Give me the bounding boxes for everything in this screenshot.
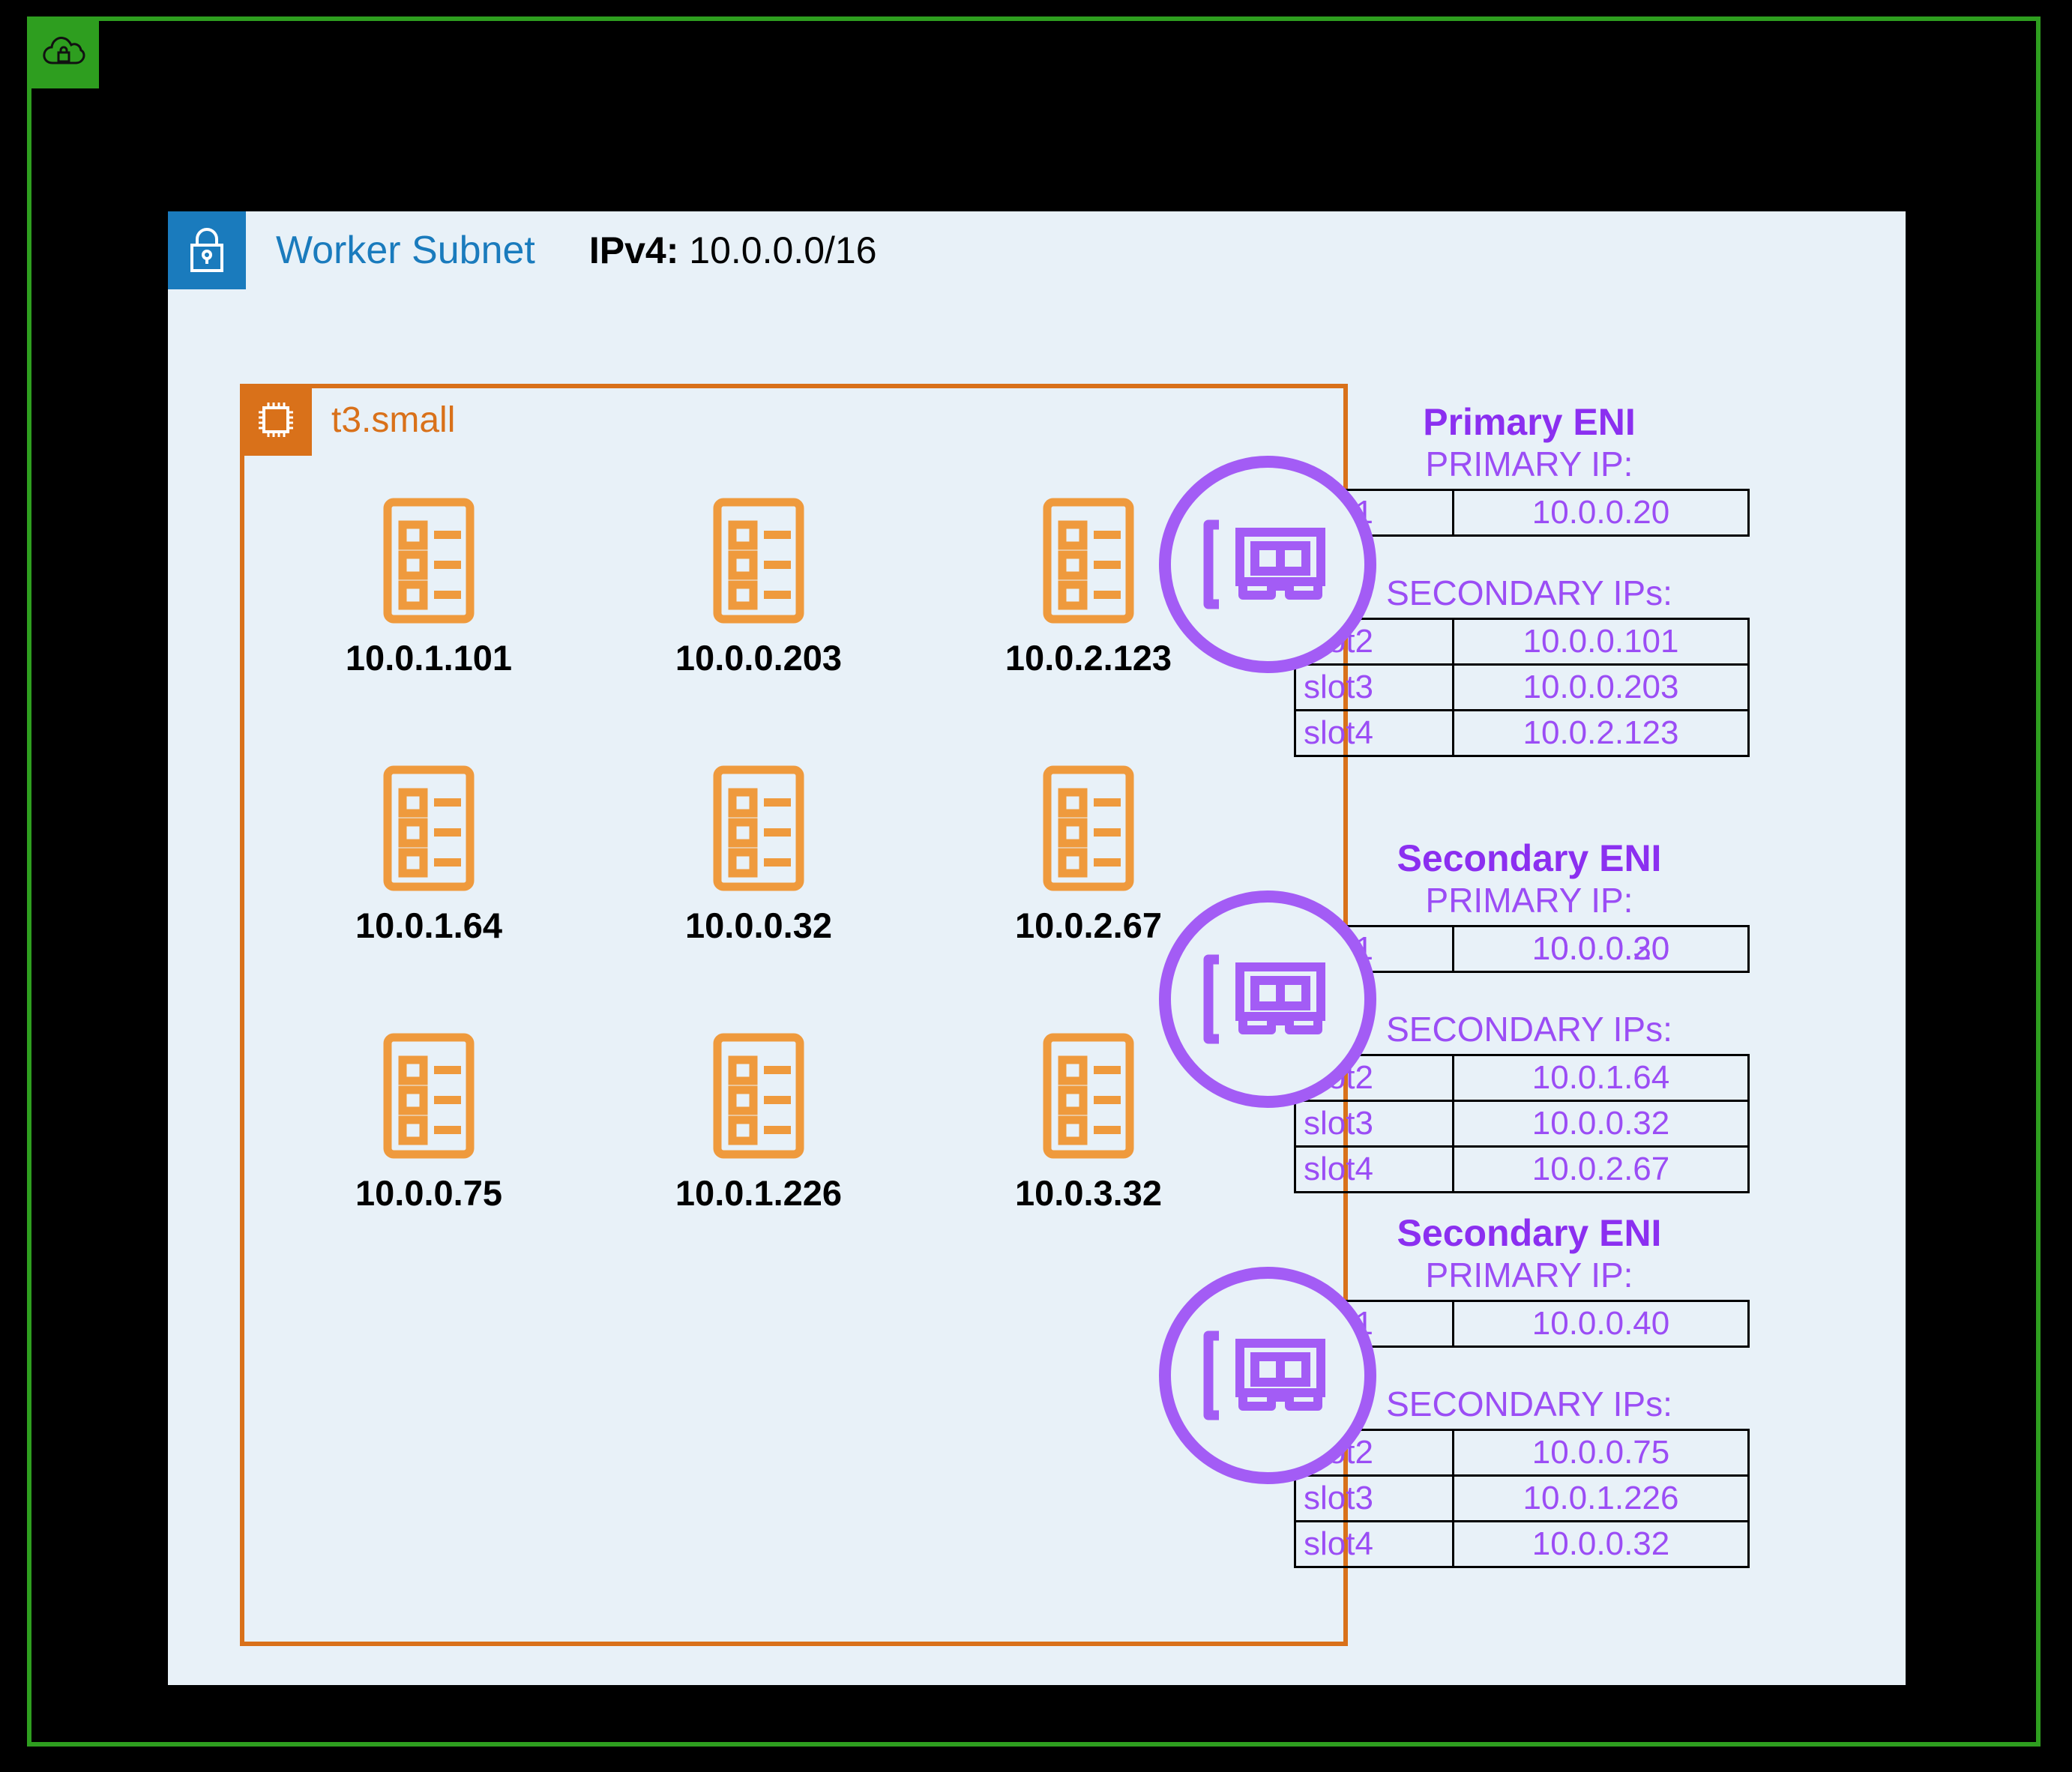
subnet-cidr-label: IPv4:	[588, 229, 679, 271]
table-row: slot3 10.0.0.32	[1294, 1100, 1750, 1148]
cpu-chip-icon	[240, 384, 312, 456]
eni-title: Primary ENI	[1423, 401, 1636, 443]
pod-item[interactable]: 10.0.1.64	[264, 765, 594, 946]
pod-list-icon	[1043, 1033, 1134, 1159]
vpc-cloud-lock-icon	[27, 16, 99, 88]
ip-value: 10.0.0.203	[1452, 663, 1750, 711]
table-row: slot4 10.0.0.32	[1294, 1520, 1750, 1568]
slot-label: slot4	[1294, 1145, 1454, 1193]
slot-label: slot3	[1294, 663, 1454, 711]
primary-ip-table: slot1 10.0.0.30 10.0.0.20	[1294, 925, 1750, 973]
pod-list-icon	[1043, 765, 1134, 891]
pod-list-icon	[1043, 498, 1134, 624]
secondary-eni-1-icon-circle[interactable]	[1159, 890, 1376, 1108]
primary-ip-label: PRIMARY IP:	[1425, 1256, 1633, 1295]
slot-label: slot4	[1294, 709, 1454, 757]
pod-ip-label: 10.0.1.226	[675, 1173, 843, 1213]
primary-ip-label: PRIMARY IP:	[1425, 881, 1633, 920]
subnet-header: Worker Subnet IPv4: 10.0.0.0/16	[168, 211, 877, 289]
primary-ip-label: PRIMARY IP:	[1425, 444, 1633, 483]
pod-item[interactable]: 10.0.0.203	[594, 498, 924, 678]
pod-item[interactable]: 10.0.1.226	[594, 1033, 924, 1214]
pod-ip-label: 10.0.1.64	[355, 905, 502, 945]
pod-row: 10.0.1.101 10.0.0.203	[264, 498, 1253, 678]
ip-value: 10.0.0.101	[1452, 618, 1750, 666]
secondary-eni-2-icon-circle[interactable]	[1159, 1267, 1376, 1484]
secondary-ips-label: SECONDARY IPs:	[1386, 573, 1672, 612]
primary-eni-icon-circle[interactable]	[1159, 456, 1376, 673]
slot-label: slot3	[1294, 1474, 1454, 1522]
pod-item[interactable]: 10.0.2.67	[924, 765, 1253, 946]
ip-value: 10.0.2.67	[1452, 1145, 1750, 1193]
ip-value-primary: 10.0.0.30	[1532, 930, 1670, 967]
pod-list-icon	[713, 498, 804, 624]
pod-ip-label: 10.0.2.123	[1005, 638, 1172, 678]
table-row: slot3 10.0.0.203	[1294, 663, 1750, 711]
secondary-ips-table: slot2 10.0.0.75 slot3 10.0.1.226 slot4 1…	[1294, 1429, 1750, 1568]
primary-eni-block: Primary ENI PRIMARY IP: slot1 10.0.0.20 …	[1289, 400, 1769, 757]
ip-value-overlap: 10.0.0.20	[1532, 930, 1670, 967]
vpc-boundary	[27, 16, 2041, 1747]
eni-title: Secondary ENI	[1397, 837, 1662, 879]
ip-value: 10.0.0.40	[1452, 1300, 1750, 1348]
ip-value: 10.0.1.64	[1452, 1054, 1750, 1102]
table-row: slot2 10.0.0.101	[1294, 618, 1750, 666]
pod-ip-label: 10.0.0.32	[684, 905, 832, 945]
pod-ip-label: 10.0.0.75	[355, 1173, 502, 1213]
pod-ip-label: 10.0.2.67	[1014, 905, 1162, 945]
pod-list-icon	[713, 1033, 804, 1159]
ip-value: 10.0.2.123	[1452, 709, 1750, 757]
ip-value: 10.0.0.30 10.0.0.20	[1452, 925, 1750, 973]
table-row: slot1 10.0.0.40	[1294, 1300, 1750, 1348]
slot-label: slot3	[1294, 1100, 1454, 1148]
table-row: slot2 10.0.1.64	[1294, 1054, 1750, 1102]
worker-subnet-panel: Worker Subnet IPv4: 10.0.0.0/16	[168, 211, 1906, 1685]
table-row: slot4 10.0.2.67	[1294, 1145, 1750, 1193]
slot-label: slot4	[1294, 1520, 1454, 1568]
pod-list-icon	[713, 765, 804, 891]
eni-title: Secondary ENI	[1397, 1212, 1662, 1254]
pod-item[interactable]: 10.0.2.123	[924, 498, 1253, 678]
ip-value: 10.0.0.32	[1452, 1520, 1750, 1568]
table-row: slot3 10.0.1.226	[1294, 1474, 1750, 1522]
secondary-ips-label: SECONDARY IPs:	[1386, 1010, 1672, 1049]
pod-list-icon	[383, 765, 475, 891]
pod-row: 10.0.0.75 10.0.1.226	[264, 1033, 1253, 1214]
subnet-cidr: IPv4: 10.0.0.0/16	[589, 229, 877, 272]
pod-item[interactable]: 10.0.0.75	[264, 1033, 594, 1214]
pod-item[interactable]: 10.0.3.32	[924, 1033, 1253, 1214]
table-row: slot1 10.0.0.30 10.0.0.20	[1294, 925, 1750, 973]
pod-list-icon	[383, 498, 475, 624]
ip-value: 10.0.1.226	[1452, 1474, 1750, 1522]
instance-header: t3.small	[240, 384, 455, 456]
primary-ip-table: slot1 10.0.0.40	[1294, 1300, 1750, 1348]
table-row: slot4 10.0.2.123	[1294, 709, 1750, 757]
pod-ip-label: 10.0.0.203	[675, 638, 843, 678]
ip-value: 10.0.0.20	[1452, 489, 1750, 537]
pod-grid: 10.0.1.101 10.0.0.203	[264, 498, 1253, 1301]
pod-item[interactable]: 10.0.1.101	[264, 498, 594, 678]
pod-row: 10.0.1.64 10.0.0.32	[264, 765, 1253, 946]
secondary-eni-1-block: Secondary ENI PRIMARY IP: slot1 10.0.0.3…	[1289, 837, 1769, 1193]
secondary-ips-label: SECONDARY IPs:	[1386, 1384, 1672, 1423]
instance-type-label: t3.small	[331, 400, 456, 440]
pod-item[interactable]: 10.0.0.32	[594, 765, 924, 946]
table-row: slot2 10.0.0.75	[1294, 1429, 1750, 1477]
subnet-lock-icon	[168, 211, 246, 289]
secondary-ips-table: slot2 10.0.0.101 slot3 10.0.0.203 slot4 …	[1294, 618, 1750, 757]
pod-list-icon	[383, 1033, 475, 1159]
pod-ip-label: 10.0.3.32	[1014, 1173, 1162, 1213]
ip-value: 10.0.0.75	[1452, 1429, 1750, 1477]
ip-value: 10.0.0.32	[1452, 1100, 1750, 1148]
subnet-cidr-value: 10.0.0.0/16	[689, 229, 877, 271]
secondary-ips-table: slot2 10.0.1.64 slot3 10.0.0.32 slot4 10…	[1294, 1054, 1750, 1193]
pod-ip-label: 10.0.1.101	[345, 638, 513, 678]
subnet-title: Worker Subnet	[276, 229, 535, 272]
